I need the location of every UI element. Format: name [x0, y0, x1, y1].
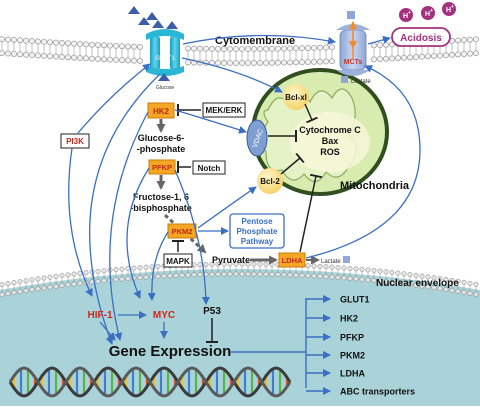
proton-1-sup: + — [408, 10, 411, 16]
acidosis-label: Acidosis — [400, 33, 442, 44]
cytomembrane-label: Cytomembrane — [215, 35, 295, 47]
nuclear-envelope-label: Nuclear envelope — [376, 278, 459, 289]
vdac-channel — [246, 119, 268, 157]
bcl-2-label: Bcl-2 — [260, 177, 280, 186]
hif1-to-genes-arrow — [99, 321, 116, 341]
proton-icons — [399, 2, 456, 22]
target-gene-label: PKM2 — [340, 351, 365, 361]
hk2-to-genes-arrow — [109, 111, 149, 341]
pfkp-box — [148, 159, 176, 175]
g6p-line1: Glucose-6- — [138, 133, 185, 143]
mapk-box — [163, 253, 193, 268]
f16bp-line2: -bisphosphate — [130, 203, 192, 213]
g6p-line2: -phosphate — [137, 144, 186, 154]
glut1-transporter-icon — [146, 29, 184, 76]
nuclear-envelope-bilayer — [0, 261, 479, 298]
pfkp-label: PFKP — [152, 163, 172, 172]
glucose-label: Glucose — [156, 85, 175, 91]
proton-3-sup: + — [451, 4, 454, 10]
pi3k-to-hif1-arrow — [68, 147, 93, 297]
pentose-line1: Pentose — [241, 217, 273, 226]
lactate-mid-square-icon — [343, 256, 350, 263]
target-gene-label: ABC transporters — [340, 387, 415, 397]
pi3k-to-glut1-arrow — [77, 63, 151, 134]
target-gene-label: GLUT1 — [340, 295, 370, 305]
bcl-xl-label: Bcl-xl — [285, 93, 307, 102]
proton-1-label: H — [403, 13, 408, 20]
proton-2-label: H — [425, 11, 430, 18]
cytochrome-c-label: Cytochrome C — [299, 125, 361, 135]
pkm2-label: PKM2 — [172, 227, 193, 236]
ldha-inhibit-mito-line — [299, 173, 323, 253]
f16bp-to-pyruvate-arrow — [163, 213, 207, 254]
acidosis-box — [391, 27, 451, 47]
pfkp-to-p53-arrow — [174, 169, 210, 305]
notch-label: Notch — [198, 164, 221, 173]
mitochondrion — [251, 68, 389, 196]
myc-label: MYC — [153, 310, 175, 321]
lactate-mid-label: Lactate — [321, 259, 341, 265]
glut1-to-bclxl-arrow — [181, 57, 283, 93]
bax-label: Bax — [322, 136, 339, 146]
pfkp-to-myc-arrow — [126, 167, 150, 299]
glut1-label: GLUT1 — [155, 56, 175, 62]
bcl-xl-node — [283, 84, 309, 110]
target-gene-label: LDHA — [340, 369, 365, 379]
ldha-label: LDHA — [282, 256, 303, 265]
nucleus-region — [0, 269, 480, 406]
p53-label: P53 — [203, 306, 221, 317]
mcts-label: MCTs — [344, 59, 363, 66]
lactate-inner-square-icon — [341, 76, 348, 83]
hk2-to-vdac-arrow — [174, 109, 247, 134]
bcl-2-node — [257, 168, 283, 194]
mct-to-acidosis-arrow — [367, 35, 391, 45]
pkm2-to-myc-arrow — [147, 231, 169, 301]
notch-box — [192, 160, 226, 175]
hif1-label: HIF-1 — [88, 310, 113, 321]
target-gene-label: HK2 — [340, 314, 358, 324]
bcl-2-inhibit-line — [280, 152, 305, 175]
mitochondria-label: Mitochondria — [340, 180, 410, 192]
glut1-to-mct-arrow — [182, 34, 336, 45]
pentose-line3: Pathway — [241, 237, 274, 246]
proton-3-label: H — [446, 7, 451, 14]
pi3k-box — [60, 133, 90, 149]
f16bp-line1: Fructose-1, 6 — [133, 192, 189, 202]
glut1-to-genes-arrow — [89, 73, 161, 345]
regulation-arrows — [68, 34, 421, 345]
hk2-box — [147, 102, 175, 119]
proton-2-sup: + — [430, 8, 433, 14]
mapk-label: MAPK — [166, 257, 190, 266]
ldha-box — [278, 252, 306, 268]
mek-erk-label: MEK/ERK — [206, 106, 243, 115]
bcl-xl-inhibit-line — [304, 103, 318, 124]
lactate-top-square-icon — [347, 11, 355, 19]
glucose-molecules-icon — [128, 6, 178, 81]
ros-label: ROS — [320, 147, 340, 157]
pi3k-label: PI3K — [66, 137, 84, 146]
hk2-label: HK2 — [153, 107, 170, 116]
lactate-top-label: Lactate — [351, 79, 371, 85]
ldha-to-mct-arrow — [305, 65, 421, 259]
pyruvate-label: Pyruvate — [212, 255, 250, 265]
gene-expression-label: Gene Expression — [109, 343, 232, 360]
pkm2-to-bcl2-arrow — [197, 186, 257, 229]
mek-erk-box — [202, 102, 246, 118]
pentose-line2: Phosphate — [237, 227, 278, 236]
dna-helix-icon — [8, 366, 292, 398]
pentose-phosphate-box — [229, 213, 285, 249]
target-gene-label: PFKP — [340, 333, 364, 343]
